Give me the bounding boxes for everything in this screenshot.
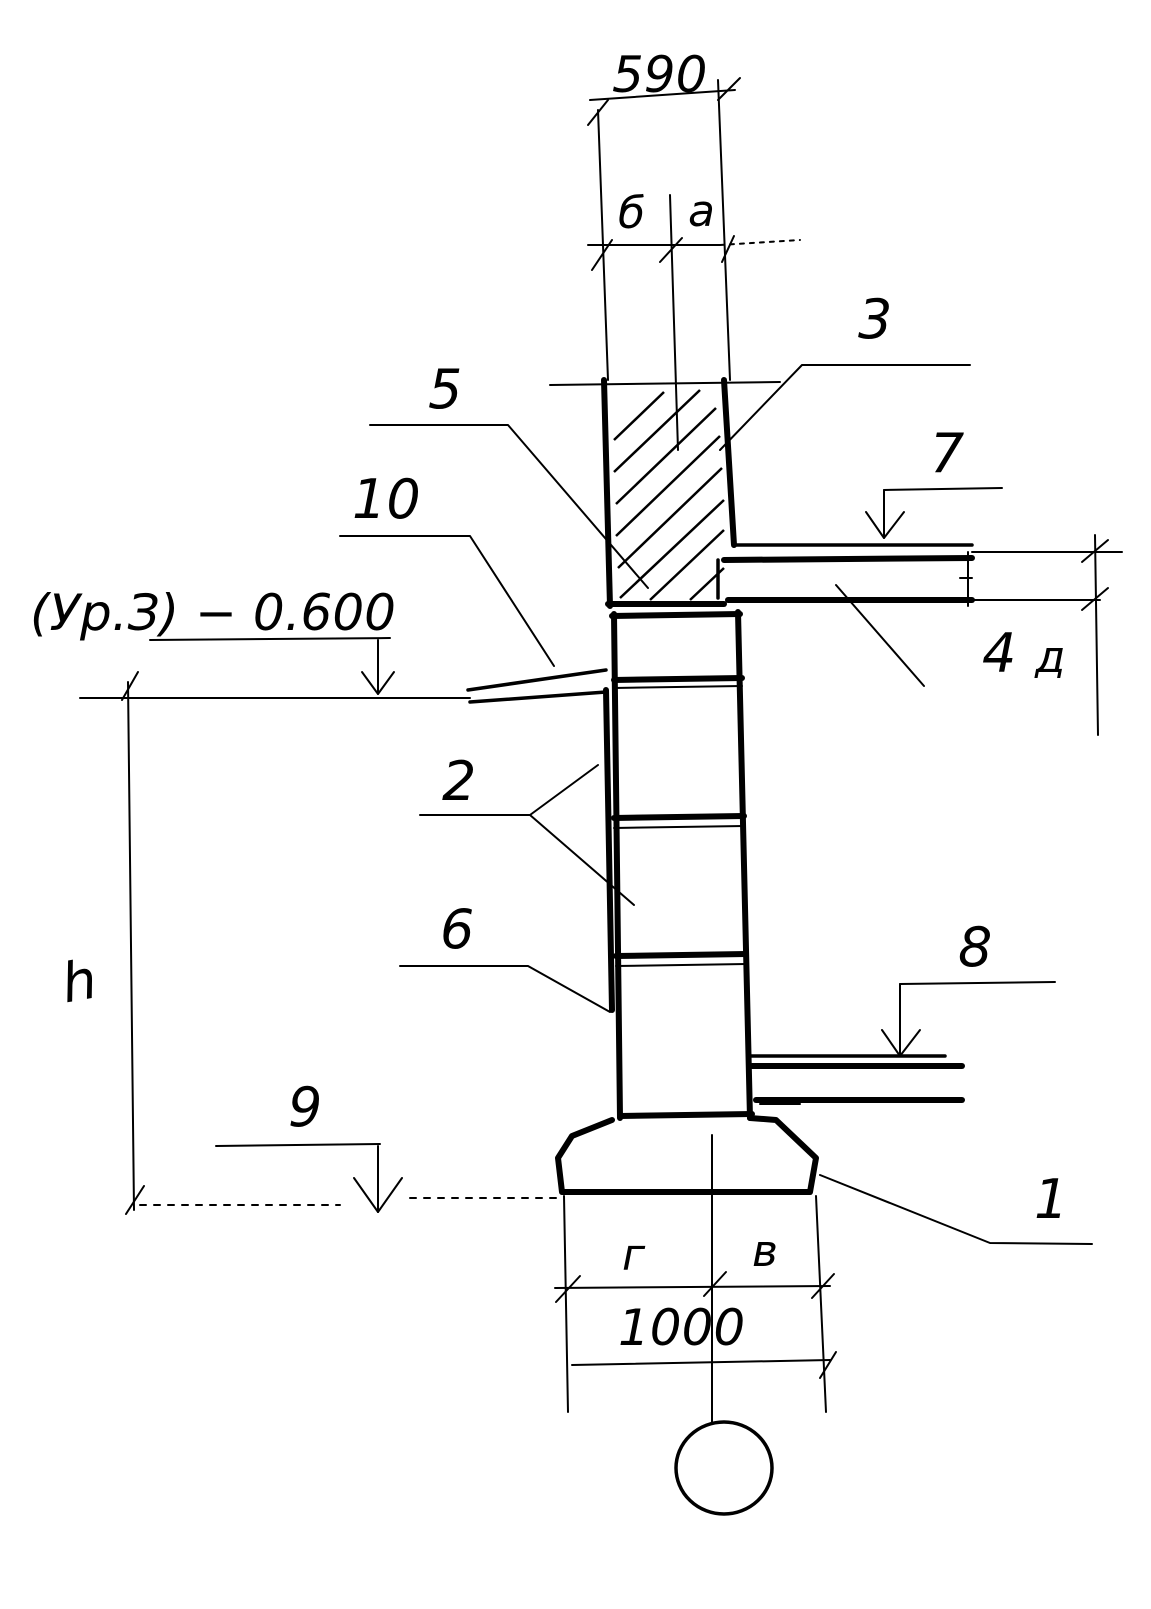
- level-mark-bottom: [215, 1143, 561, 1213]
- callout-7: 7: [930, 422, 964, 485]
- dim-height: h: [57, 947, 102, 1015]
- level-mark-label: (Ур.З) − 0.600: [30, 584, 396, 642]
- dim-wall-part-right: а: [688, 186, 715, 237]
- callout-leaders: [339, 364, 1093, 1245]
- dim-footing-part-right: в: [752, 1226, 778, 1277]
- axis-line: [674, 1134, 774, 1516]
- callout-3: 3: [858, 288, 892, 351]
- callout-5: 5: [428, 358, 462, 421]
- callout-4: 4: [982, 622, 1016, 685]
- callout-1: 1: [1034, 1168, 1068, 1231]
- callout-9: 9: [288, 1076, 322, 1139]
- dimension-1000: г в 1000: [554, 1195, 837, 1413]
- floor-slab: д: [716, 534, 1123, 736]
- callout-6: 6: [440, 898, 474, 961]
- foundation-blocks: [603, 609, 755, 1121]
- dimension-wall-split: б а: [587, 186, 801, 451]
- level-mark-basement: [881, 981, 1056, 1057]
- callout-8: 8: [958, 916, 992, 979]
- dimension-590: 590: [587, 46, 741, 381]
- callout-2: 2: [442, 750, 476, 813]
- level-mark-ground: (Ур.З) − 0.600: [30, 584, 608, 704]
- footing-cushion: [555, 1103, 819, 1195]
- brick-wall: [549, 377, 781, 609]
- level-mark-floor: [865, 487, 1003, 539]
- dim-slab-thickness: д: [1034, 632, 1065, 683]
- basement-floor: [748, 1054, 965, 1103]
- dim-footing-width: 1000: [618, 1299, 745, 1357]
- dim-wall-width: 590: [612, 46, 707, 104]
- dim-wall-part-left: б: [618, 188, 645, 239]
- axis-marker-circle: [674, 1420, 774, 1516]
- callout-labels: 1 2 3 4 5 6 7 8 9 10: [288, 288, 1068, 1231]
- dim-footing-part-left: г: [622, 1230, 646, 1281]
- callout-10: 10: [352, 468, 421, 531]
